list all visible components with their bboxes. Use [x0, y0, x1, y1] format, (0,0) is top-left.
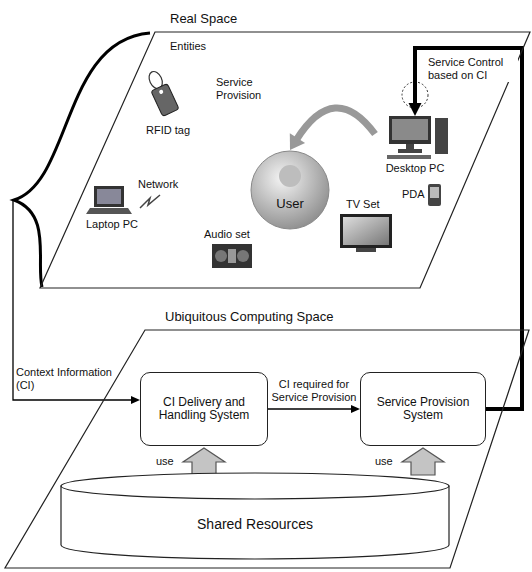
label-text: TV Set	[346, 198, 380, 211]
label-text: Laptop PC	[86, 218, 138, 231]
monitor	[389, 116, 431, 144]
tower	[435, 118, 448, 154]
rfid-tag-icon	[144, 68, 179, 116]
parallelogram	[5, 330, 529, 568]
circle	[251, 151, 329, 229]
desktop-pc: Desktop PC	[375, 116, 455, 175]
label-text: PDA	[402, 188, 425, 201]
node-text: Service Provision System	[369, 396, 477, 422]
edge-label: Service Control based on CI	[428, 56, 518, 82]
edge-label: Service Provision	[216, 76, 278, 102]
arrow-head	[131, 396, 140, 404]
cylinder-top	[61, 473, 449, 499]
connector	[183, 448, 225, 475]
connector	[402, 448, 444, 475]
stand	[406, 144, 414, 149]
audio-set-icon	[212, 244, 252, 268]
connector-line	[415, 48, 522, 409]
edge-label: CI required for Service Provision	[268, 378, 360, 404]
label-text: RFID tag	[146, 124, 190, 137]
pda-icon	[428, 184, 441, 206]
laptop-icon	[86, 186, 132, 214]
service-arrow	[296, 108, 375, 140]
storage-cylinder: Shared Resources	[60, 472, 450, 560]
tv-set-icon	[340, 214, 392, 252]
connector	[409, 48, 523, 409]
person-head	[279, 165, 301, 187]
node-text: Desktop PC	[375, 162, 455, 175]
network-symbol	[140, 195, 160, 208]
process-box: Service Provision System	[360, 372, 486, 446]
keyboard	[387, 155, 431, 159]
user-circle: User	[250, 150, 330, 230]
node-text: CI Delivery and Handling System	[149, 396, 259, 422]
label-text: Audio set	[204, 228, 250, 241]
connector-line	[268, 408, 352, 409]
region-heading: Real Space	[170, 12, 237, 25]
edge-label: use	[156, 455, 174, 468]
user-circle-shape	[250, 150, 330, 230]
desktop-icon	[375, 116, 455, 160]
label-text: Entities	[170, 40, 206, 53]
arrow-head	[409, 103, 422, 116]
node-text: Shared Resources	[60, 516, 450, 532]
label-text: Context Information (CI)	[16, 366, 116, 392]
parallelogram	[40, 32, 530, 288]
screen	[392, 119, 428, 140]
space-region: Ubiquitous Computing SpaceCI Delivery an…	[5, 330, 529, 568]
block-arrow	[183, 448, 225, 475]
connector	[290, 108, 375, 150]
block-arrow	[402, 448, 444, 475]
arrow-head	[351, 405, 360, 413]
edge-label: use	[375, 455, 393, 468]
entities-bracket	[14, 33, 150, 287]
base	[398, 149, 422, 153]
region-heading: Ubiquitous Computing Space	[165, 310, 333, 323]
connector	[268, 405, 360, 413]
label-text: Network	[138, 178, 178, 191]
process-box: CI Delivery and Handling System	[140, 372, 268, 446]
node-text: User	[276, 197, 303, 210]
